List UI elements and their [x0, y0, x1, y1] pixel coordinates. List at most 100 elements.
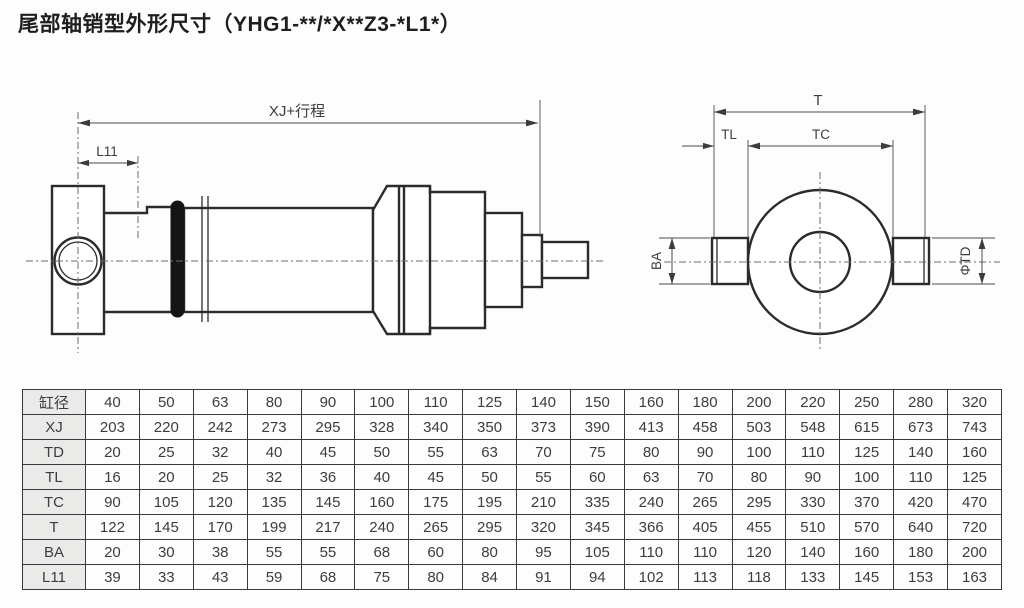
dim-value-cell: 68	[300, 564, 356, 590]
dim-value-cell: 145	[300, 489, 356, 515]
dim-value-cell: 45	[408, 464, 464, 490]
dim-value-cell: 420	[893, 489, 948, 515]
dim-value-cell: 105	[569, 539, 625, 565]
dim-value-cell: 80	[408, 564, 464, 590]
dim-value-cell: 170	[192, 514, 248, 540]
dim-value-cell: 265	[408, 514, 464, 540]
dim-value-cell: 55	[246, 539, 302, 565]
dim-value-cell: 200	[947, 539, 1002, 565]
dim-value-cell: 153	[893, 564, 948, 590]
dim-value-cell: 20	[138, 464, 194, 490]
dim-value-cell: 84	[462, 564, 517, 590]
dim-value-cell: 250	[839, 389, 895, 415]
dim-value-cell: 503	[731, 414, 787, 440]
dim-value-cell: 140	[785, 539, 841, 565]
dim-value-cell: 75	[569, 439, 625, 465]
dim-value-cell: 335	[569, 489, 625, 515]
dim-value-cell: 210	[516, 489, 571, 515]
arrow-left-icon	[714, 108, 726, 116]
dim-value-cell: 38	[192, 539, 248, 565]
dim-value-cell: 110	[408, 389, 464, 415]
dim-value-cell: 217	[300, 514, 356, 540]
dim-value-cell: 295	[300, 414, 356, 440]
dim-value-cell: 25	[192, 464, 248, 490]
arrow-left-icon	[748, 142, 760, 150]
dim-value-cell: 16	[85, 464, 140, 490]
cylinder-barrel	[182, 206, 375, 314]
left-pin	[710, 236, 750, 286]
dim-value-cell: 59	[246, 564, 302, 590]
dim-value-cell: 105	[138, 489, 194, 515]
arrow-up-icon	[668, 238, 676, 249]
dim-value-cell: 25	[138, 439, 194, 465]
dim-value-cell: 100	[731, 439, 787, 465]
dim-value-cell: 135	[246, 489, 302, 515]
dim-value-cell: 32	[246, 464, 302, 490]
dim-value-cell: 40	[354, 464, 410, 490]
technical-drawings: XJ+行程 L11 T TL TC	[26, 92, 1000, 353]
dim-value-cell: 350	[462, 414, 517, 440]
dim-value-cell: 39	[85, 564, 140, 590]
row-label-cell: TC	[22, 489, 86, 515]
dim-value-cell: 150	[569, 389, 625, 415]
dim-value-cell: 203	[85, 414, 140, 440]
neck-top-line	[104, 205, 172, 215]
dim-value-cell: 140	[516, 389, 571, 415]
dim-value-cell: 133	[785, 564, 841, 590]
dim-value-cell: 405	[677, 514, 733, 540]
dim-value-cell: 40	[246, 439, 302, 465]
dim-value-cell: 32	[192, 439, 248, 465]
dim-value-cell: 673	[893, 414, 948, 440]
dim-value-cell: 295	[731, 489, 787, 515]
arrow-right-icon	[703, 142, 714, 150]
dim-value-cell: 160	[839, 539, 895, 565]
dim-value-cell: 36	[300, 464, 356, 490]
dim-value-cell: 60	[569, 464, 625, 490]
dim-value-cell: 102	[623, 564, 679, 590]
dim-value-cell: 195	[462, 489, 517, 515]
side-view-drawing: XJ+行程 L11	[26, 100, 606, 353]
dim-value-cell: 120	[192, 489, 248, 515]
dim-value-cell: 110	[893, 464, 948, 490]
dim-value-cell: 118	[731, 564, 787, 590]
arrow-right-icon	[127, 159, 138, 167]
dim-value-cell: 265	[677, 489, 733, 515]
dim-value-cell: 120	[731, 539, 787, 565]
dim-value-cell: 200	[731, 389, 787, 415]
row-label-cell: 缸径	[22, 389, 86, 415]
piston-rod	[540, 240, 590, 280]
dim-value-cell: 90	[300, 389, 356, 415]
dim-value-cell: 175	[408, 489, 464, 515]
dim-value-cell: 470	[947, 489, 1002, 515]
dim-value-cell: 63	[192, 389, 248, 415]
arrow-left-icon	[78, 159, 89, 167]
dim-value-cell: 63	[462, 439, 517, 465]
dim-value-cell: 80	[246, 389, 302, 415]
dim-value-cell: 140	[893, 439, 948, 465]
dim-value-cell: 91	[516, 564, 571, 590]
dim-value-cell: 90	[677, 439, 733, 465]
seal-ring	[170, 200, 185, 318]
dim-value-cell: 180	[893, 539, 948, 565]
dim-value-cell: 33	[138, 564, 194, 590]
dim-value-cell: 242	[192, 414, 248, 440]
dim-value-cell: 94	[569, 564, 625, 590]
row-label-cell: T	[22, 514, 86, 540]
arrow-down-icon	[978, 273, 986, 284]
dim-value-cell: 70	[677, 464, 733, 490]
dim-value-cell: 63	[623, 464, 679, 490]
dim-value-cell: 68	[354, 539, 410, 565]
dim-value-cell: 220	[138, 414, 194, 440]
dim-value-cell: 390	[569, 414, 625, 440]
dim-value-cell: 40	[85, 389, 140, 415]
dim-value-cell: 413	[623, 414, 679, 440]
dim-value-cell: 55	[408, 439, 464, 465]
dim-value-cell: 55	[300, 539, 356, 565]
